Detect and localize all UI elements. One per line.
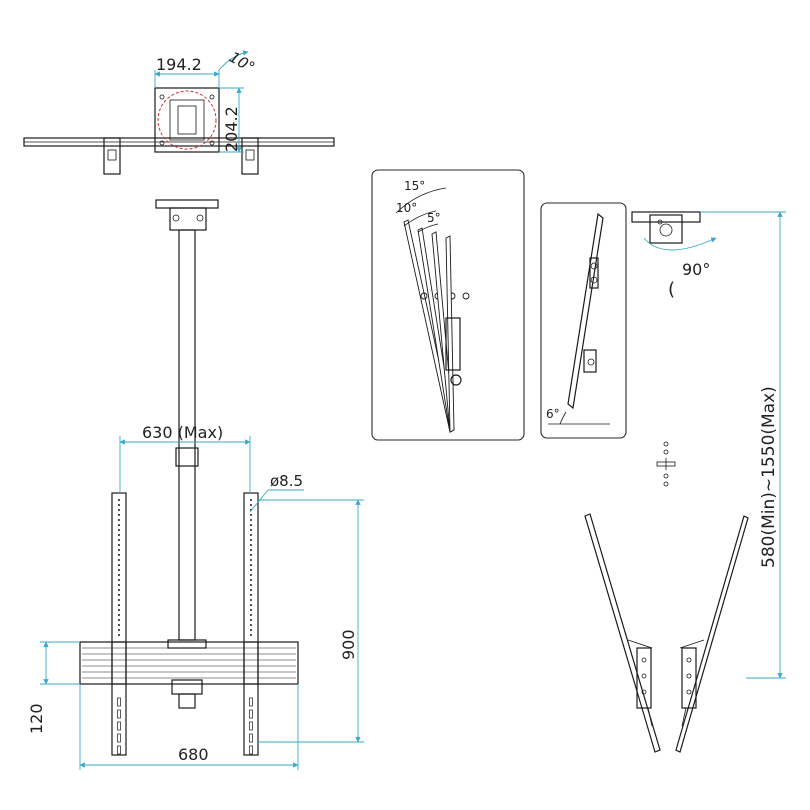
mount-hole — [250, 579, 252, 581]
mount-hole — [118, 544, 120, 546]
mount-hole — [250, 499, 252, 501]
rotation-angle-label: 90° — [682, 260, 710, 279]
mount-slot — [249, 745, 253, 755]
mount-slot — [117, 745, 121, 755]
mount-hole — [250, 574, 252, 576]
arm-width-label: 630 (Max) — [142, 423, 223, 442]
mount-hole — [118, 564, 120, 566]
mount-hole — [250, 619, 252, 621]
mount-hole — [250, 624, 252, 626]
bar-width-label: 680 — [178, 745, 209, 764]
front-view: 630 (Max) ø8.5 900 120 680 — [27, 199, 364, 770]
mount-hole — [250, 539, 252, 541]
bar-height-label: 120 — [27, 703, 46, 734]
crossbar-rails — [82, 647, 296, 679]
tilt-detail-panel: 15° 10° 5° — [371, 169, 525, 441]
height-range-label: 580(Min)~1550(Max) — [759, 386, 779, 568]
mount-slot — [117, 709, 121, 719]
mount-hole — [118, 559, 120, 561]
tilted-panels-detail — [584, 513, 749, 753]
tilt-5-label: 5° — [427, 211, 441, 225]
mount-hole — [118, 554, 120, 556]
mount-hole — [118, 514, 120, 516]
mount-hole — [250, 549, 252, 551]
mount-hole — [118, 599, 120, 601]
mount-hole — [118, 594, 120, 596]
mount-hole — [118, 534, 120, 536]
mount-hole — [118, 504, 120, 506]
mount-hole — [250, 629, 252, 631]
mount-hole — [250, 524, 252, 526]
mount-hole — [118, 609, 120, 611]
mount-slot — [249, 721, 253, 731]
mount-hole — [250, 544, 252, 546]
tilt-15-label: 15° — [404, 179, 425, 193]
mount-hole — [250, 534, 252, 536]
mount-hole — [118, 499, 120, 501]
mount-hole — [118, 589, 120, 591]
vesa-height-label: 204.2 — [222, 106, 241, 152]
mount-hole — [250, 594, 252, 596]
mount-slot — [249, 697, 253, 707]
left-upright-holes — [117, 499, 121, 755]
mount-hole — [118, 629, 120, 631]
rotation-detail: 90° ( 580(Min)~1550(Max) — [631, 211, 786, 679]
swivel-angle-label: 10° — [226, 48, 258, 77]
mount-hole — [250, 554, 252, 556]
mount-hole — [118, 519, 120, 521]
mount-hole — [118, 509, 120, 511]
mount-hole — [118, 549, 120, 551]
mount-hole — [250, 564, 252, 566]
bracket-height-label: 900 — [339, 629, 358, 660]
mount-hole — [250, 634, 252, 636]
right-upright-holes — [249, 499, 253, 755]
mount-hole — [118, 539, 120, 541]
tilt-6-label: 6° — [546, 407, 560, 421]
pivot-point — [420, 292, 428, 300]
mount-slot — [117, 733, 121, 743]
side-profile-panel: 6° — [540, 202, 627, 439]
mount-hole — [250, 569, 252, 571]
mount-hole — [118, 579, 120, 581]
vesa-width-label: 194.2 — [156, 55, 202, 74]
mount-hole — [250, 519, 252, 521]
mount-slot — [117, 721, 121, 731]
mount-hole — [118, 574, 120, 576]
mount-hole — [118, 584, 120, 586]
top-view: 194.2 204.2 10° — [23, 48, 335, 175]
mount-hole — [118, 524, 120, 526]
mount-hole — [250, 604, 252, 606]
mount-hole — [118, 614, 120, 616]
rotation-paren: ( — [668, 279, 675, 300]
hole-diameter-label: ø8.5 — [270, 472, 303, 490]
mount-hole — [250, 529, 252, 531]
mount-hole — [118, 619, 120, 621]
mount-slot — [117, 697, 121, 707]
pivot-point — [462, 292, 470, 300]
mount-hole — [250, 504, 252, 506]
mount-hole — [118, 634, 120, 636]
mount-hole — [250, 589, 252, 591]
mount-hole — [118, 529, 120, 531]
mount-hole — [250, 514, 252, 516]
mount-hole — [118, 569, 120, 571]
mount-hole — [250, 599, 252, 601]
tilt-10-label: 10° — [396, 201, 417, 215]
mount-hole — [250, 559, 252, 561]
mount-hole — [118, 624, 120, 626]
mount-hole — [250, 584, 252, 586]
mount-slot — [249, 709, 253, 719]
mount-hole — [250, 614, 252, 616]
mount-hole — [118, 604, 120, 606]
mount-hole — [250, 609, 252, 611]
mount-slot — [249, 733, 253, 743]
